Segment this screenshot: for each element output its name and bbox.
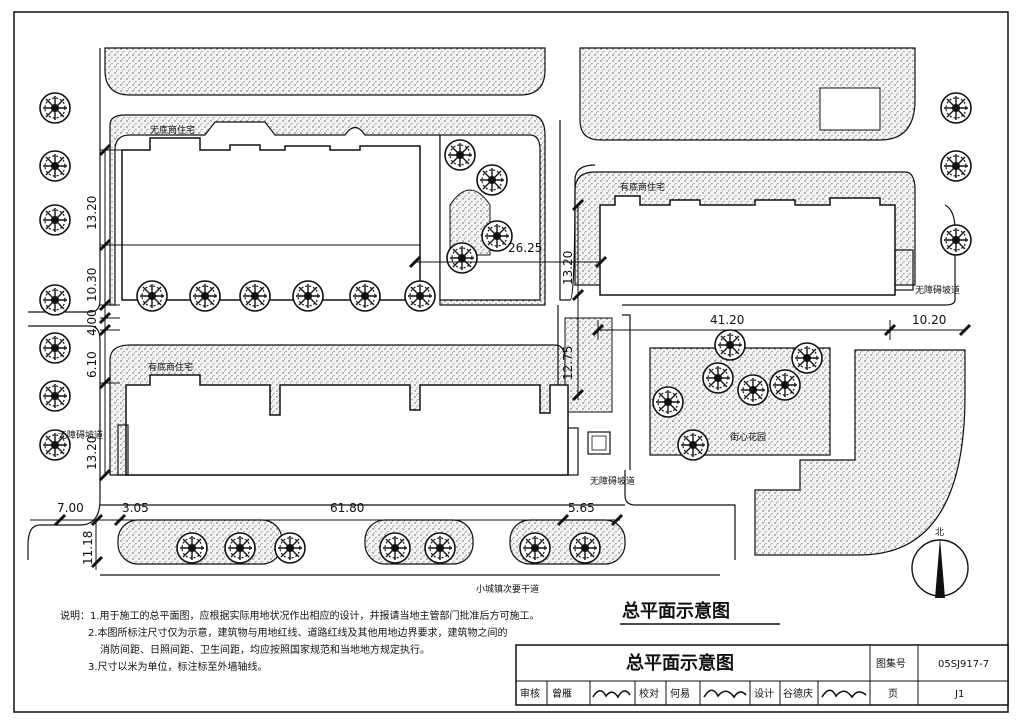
label-building-b: 有底商住宅 <box>620 181 665 193</box>
dimension-ticks <box>53 143 972 569</box>
dim-26-25: 26.25 <box>508 241 542 255</box>
label-ramp-a: 无障碍坡道 <box>915 284 960 296</box>
note-3: 3.尺寸以米为单位，标注标至外墙轴线。 <box>88 662 268 673</box>
label-building-a: 无底商住宅 <box>150 124 195 136</box>
site-labels: 无底商住宅 有底商住宅 有底商住宅 无障碍坡道 无障碍坡道 无障碍坡道 街心花园… <box>58 124 960 595</box>
dim-10-20: 10.20 <box>912 313 946 327</box>
note-2-cont: 消防间距、日照间距、卫生间距，均应按照国家规范和当地地方规定执行。 <box>100 645 430 656</box>
label-ramp-b: 无障碍坡道 <box>58 429 103 441</box>
building-a <box>121 137 421 301</box>
dim-6-10: 6.10 <box>85 351 99 378</box>
dim-61-80: 61.80 <box>330 501 364 515</box>
ramp-marks <box>117 249 914 476</box>
label-building-c: 有底商住宅 <box>148 361 193 373</box>
dim-4-00: 4.00 <box>85 309 99 336</box>
review-signature <box>592 689 631 699</box>
note-2: 2.本图所标注尺寸仅为示意，建筑物与用地红线、道路红线及其他用地边界要求，建筑物… <box>88 628 508 639</box>
dim-11-18: 11.18 <box>81 531 95 565</box>
buildings <box>121 137 896 476</box>
drawing-notes: 说明：1.用于施工的总平面图，应根据实际用地状况作出相应的设计，并报请当地主管部… <box>60 608 540 676</box>
drawing-title: 总平面示意图 <box>622 600 730 622</box>
check-label: 校对 <box>639 687 659 700</box>
dimension-lines <box>30 149 965 570</box>
atlas-number: 05SJ917-7 <box>938 659 989 670</box>
check-signature <box>703 689 747 699</box>
label-garden: 街心花园 <box>730 431 766 443</box>
building-c <box>125 374 569 476</box>
title-block-title: 总平面示意图 <box>626 652 734 674</box>
building-b <box>599 195 896 296</box>
design-label: 设计 <box>754 687 774 700</box>
page-number: J1 <box>954 689 964 700</box>
review-name: 曾雁 <box>552 687 572 700</box>
dim-13-20-c: 13.20 <box>561 251 575 285</box>
atlas-label: 图集号 <box>876 657 906 670</box>
check-name: 何易 <box>670 687 690 700</box>
dim-13-20-b: 13.20 <box>85 436 99 470</box>
label-road: 小城镇次要干道 <box>476 583 539 595</box>
title-block: 总平面示意图 图集号 05SJ917-7 审核 曾雁 校对 何易 设计 谷德庆 … <box>515 644 1009 706</box>
dim-41-20: 41.20 <box>710 313 744 327</box>
design-signature <box>821 689 867 699</box>
dim-3-05: 3.05 <box>122 501 149 515</box>
dim-10-30: 10.30 <box>85 268 99 302</box>
note-1: 说明：1.用于施工的总平面图，应根据实际用地状况作出相应的设计，并报请当地主管部… <box>60 611 540 622</box>
dim-12-75: 12.75 <box>561 346 575 380</box>
page-label: 页 <box>888 688 898 700</box>
north-label: 北 <box>935 527 944 538</box>
label-ramp-c: 无障碍坡道 <box>590 475 635 487</box>
north-arrow-icon: 北 <box>911 527 969 598</box>
landscape-areas <box>104 47 966 565</box>
design-name: 谷德庆 <box>783 687 813 700</box>
dimension-labels: 13.20 10.30 4.00 6.10 13.20 7.00 3.05 61… <box>57 196 946 565</box>
dim-13-20-a: 13.20 <box>85 196 99 230</box>
dim-5-65: 5.65 <box>568 501 595 515</box>
dim-7-00: 7.00 <box>57 501 84 515</box>
road-lines <box>27 48 956 576</box>
drawing-frame <box>13 11 1009 713</box>
review-label: 审核 <box>520 687 540 700</box>
